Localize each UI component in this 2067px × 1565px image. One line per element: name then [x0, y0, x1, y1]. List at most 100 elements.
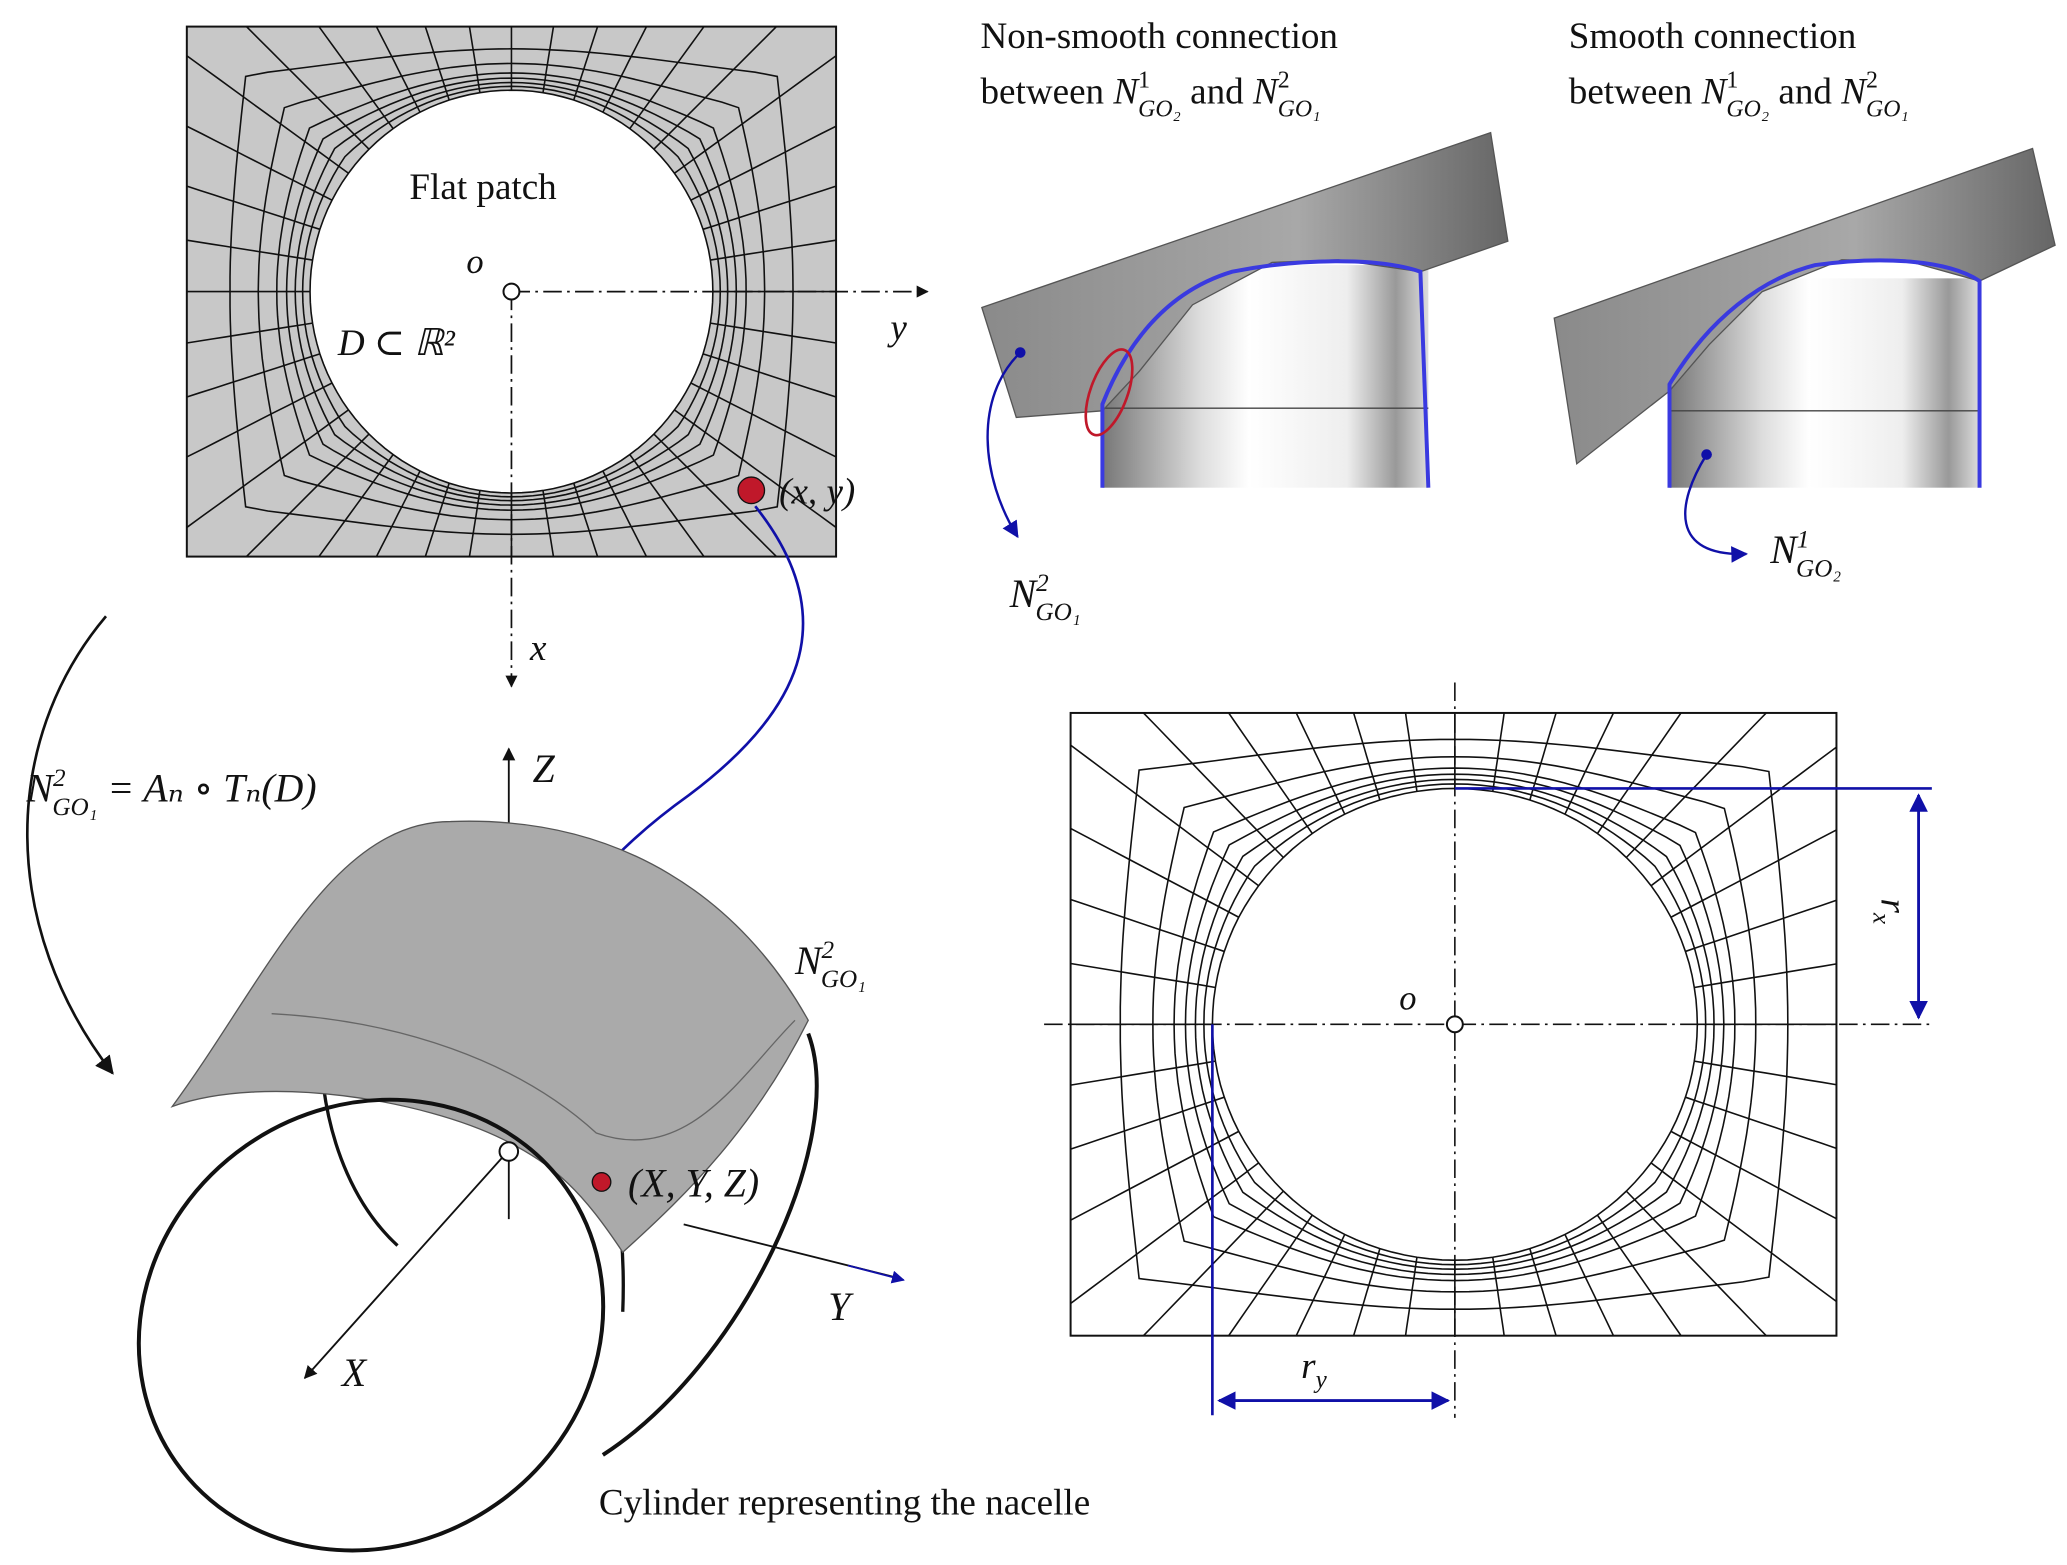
mesh-spoke: [186, 125, 333, 201]
mesh-spoke: [690, 125, 837, 201]
mesh-spoke: [186, 239, 313, 261]
mesh-spoke: [1625, 1190, 1767, 1337]
mesh-spoke: [572, 26, 599, 101]
mesh-spoke: [1070, 1130, 1240, 1221]
origin-marker: [502, 282, 521, 301]
mesh-spoke: [375, 26, 421, 113]
dimension-patch: o rx ry: [1044, 682, 1932, 1418]
smooth-title-line1: Smooth connection: [1569, 16, 1856, 57]
mesh-spoke: [1650, 746, 1837, 887]
intersection-edge-smooth: [1667, 258, 1982, 488]
origin-label-2: o: [1399, 980, 1416, 1018]
mesh-spoke: [542, 26, 555, 93]
mesh-spoke: [1070, 898, 1225, 953]
mesh-spoke: [1564, 712, 1615, 815]
point-XYZ-label: (X, Y, Z): [628, 1162, 759, 1206]
mesh-spoke: [1070, 827, 1240, 918]
mesh-spoke: [1685, 899, 1837, 953]
mesh-spoke: [1670, 829, 1837, 918]
mesh-spoke: [602, 26, 648, 113]
pylon-plate-smooth: [1553, 147, 2056, 466]
mesh-spoke: [1529, 712, 1557, 801]
mesh-spoke: [1070, 962, 1216, 989]
mesh-spoke: [468, 490, 481, 557]
mesh-spoke: [1596, 1214, 1682, 1337]
mesh-spoke: [542, 490, 555, 557]
mesh-spoke: [1694, 963, 1837, 989]
mesh-spoke: [1625, 712, 1767, 859]
mesh-spoke: [1404, 712, 1418, 792]
mesh-spoke: [245, 433, 370, 558]
y-axis-label: y: [886, 307, 907, 348]
cylinder-caption: Cylinder representing the nacelle: [599, 1483, 1090, 1524]
mesh-spoke: [1685, 1096, 1837, 1150]
mapped-surface: [170, 820, 809, 1254]
mesh-spoke: [1070, 1162, 1260, 1305]
x-axis-label: x: [529, 628, 547, 669]
mesh-spoke: [629, 454, 705, 558]
Y-axis-label: Y: [828, 1285, 854, 1329]
cylinder-side: [601, 1032, 819, 1457]
mesh-spoke: [1670, 1130, 1837, 1220]
non-smooth-title-line1: Non-smooth connection: [981, 16, 1338, 57]
ry-label: ry: [1301, 1346, 1327, 1393]
intersection-edge: [1100, 259, 1431, 488]
mesh-spoke: [1491, 712, 1505, 792]
mesh-spoke: [375, 470, 421, 557]
mesh-spoke: [424, 482, 450, 557]
X-axis-label: X: [340, 1351, 368, 1395]
mesh-spoke: [710, 239, 837, 261]
non-smooth-pointer: [986, 351, 1022, 539]
mesh-spoke: [1564, 1234, 1615, 1337]
point-xy-label: (x, y): [779, 472, 855, 513]
point-xy-marker: [737, 476, 766, 505]
origin-label: o: [466, 243, 483, 281]
mesh-spoke: [1404, 1257, 1418, 1336]
mesh-spoke: [1142, 712, 1284, 859]
mapping-arrow: [26, 615, 114, 1075]
mesh-spoke: [702, 185, 837, 231]
mesh-spoke: [653, 26, 778, 150]
mesh-spoke: [186, 353, 321, 398]
mesh-spoke: [186, 185, 321, 231]
mesh-spoke: [318, 26, 394, 130]
mesh-spoke: [186, 382, 333, 458]
mesh-spoke: [1070, 1060, 1216, 1086]
domain-label: D ⊂ ℝ²: [337, 323, 456, 364]
mesh-spoke: [690, 382, 837, 458]
pylon-plate: [981, 131, 1509, 419]
mesh-spoke: [245, 26, 370, 150]
X-axis: [303, 1149, 510, 1380]
mesh-spoke: [186, 55, 349, 174]
mesh-spoke: [318, 454, 394, 558]
mesh-spoke: [1352, 1248, 1381, 1336]
mesh-spoke: [1070, 744, 1260, 887]
kink-highlight: [1084, 348, 1134, 437]
point-XYZ-marker: [591, 1172, 612, 1192]
flat-patch: Flat patch o D ⊂ ℝ² y x (x, y): [185, 25, 929, 688]
cylinder-origin: [498, 1141, 520, 1162]
rx-label: rx: [1868, 898, 1914, 924]
smooth-pointer: [1684, 453, 1749, 563]
mesh-spoke: [673, 55, 837, 174]
mesh-spoke: [602, 470, 648, 557]
mesh-spoke: [424, 26, 450, 101]
mesh-spoke: [186, 322, 313, 344]
mesh-spoke: [673, 409, 837, 529]
mesh-spoke: [1596, 712, 1682, 834]
mesh-spoke: [1295, 712, 1346, 815]
mesh-spoke: [1295, 1234, 1346, 1337]
mesh-spoke: [1694, 1060, 1837, 1086]
mesh-spoke: [1070, 1096, 1225, 1150]
mesh-spoke: [653, 433, 778, 558]
mesh-spoke: [1529, 1248, 1557, 1336]
mesh-spoke: [710, 322, 837, 344]
